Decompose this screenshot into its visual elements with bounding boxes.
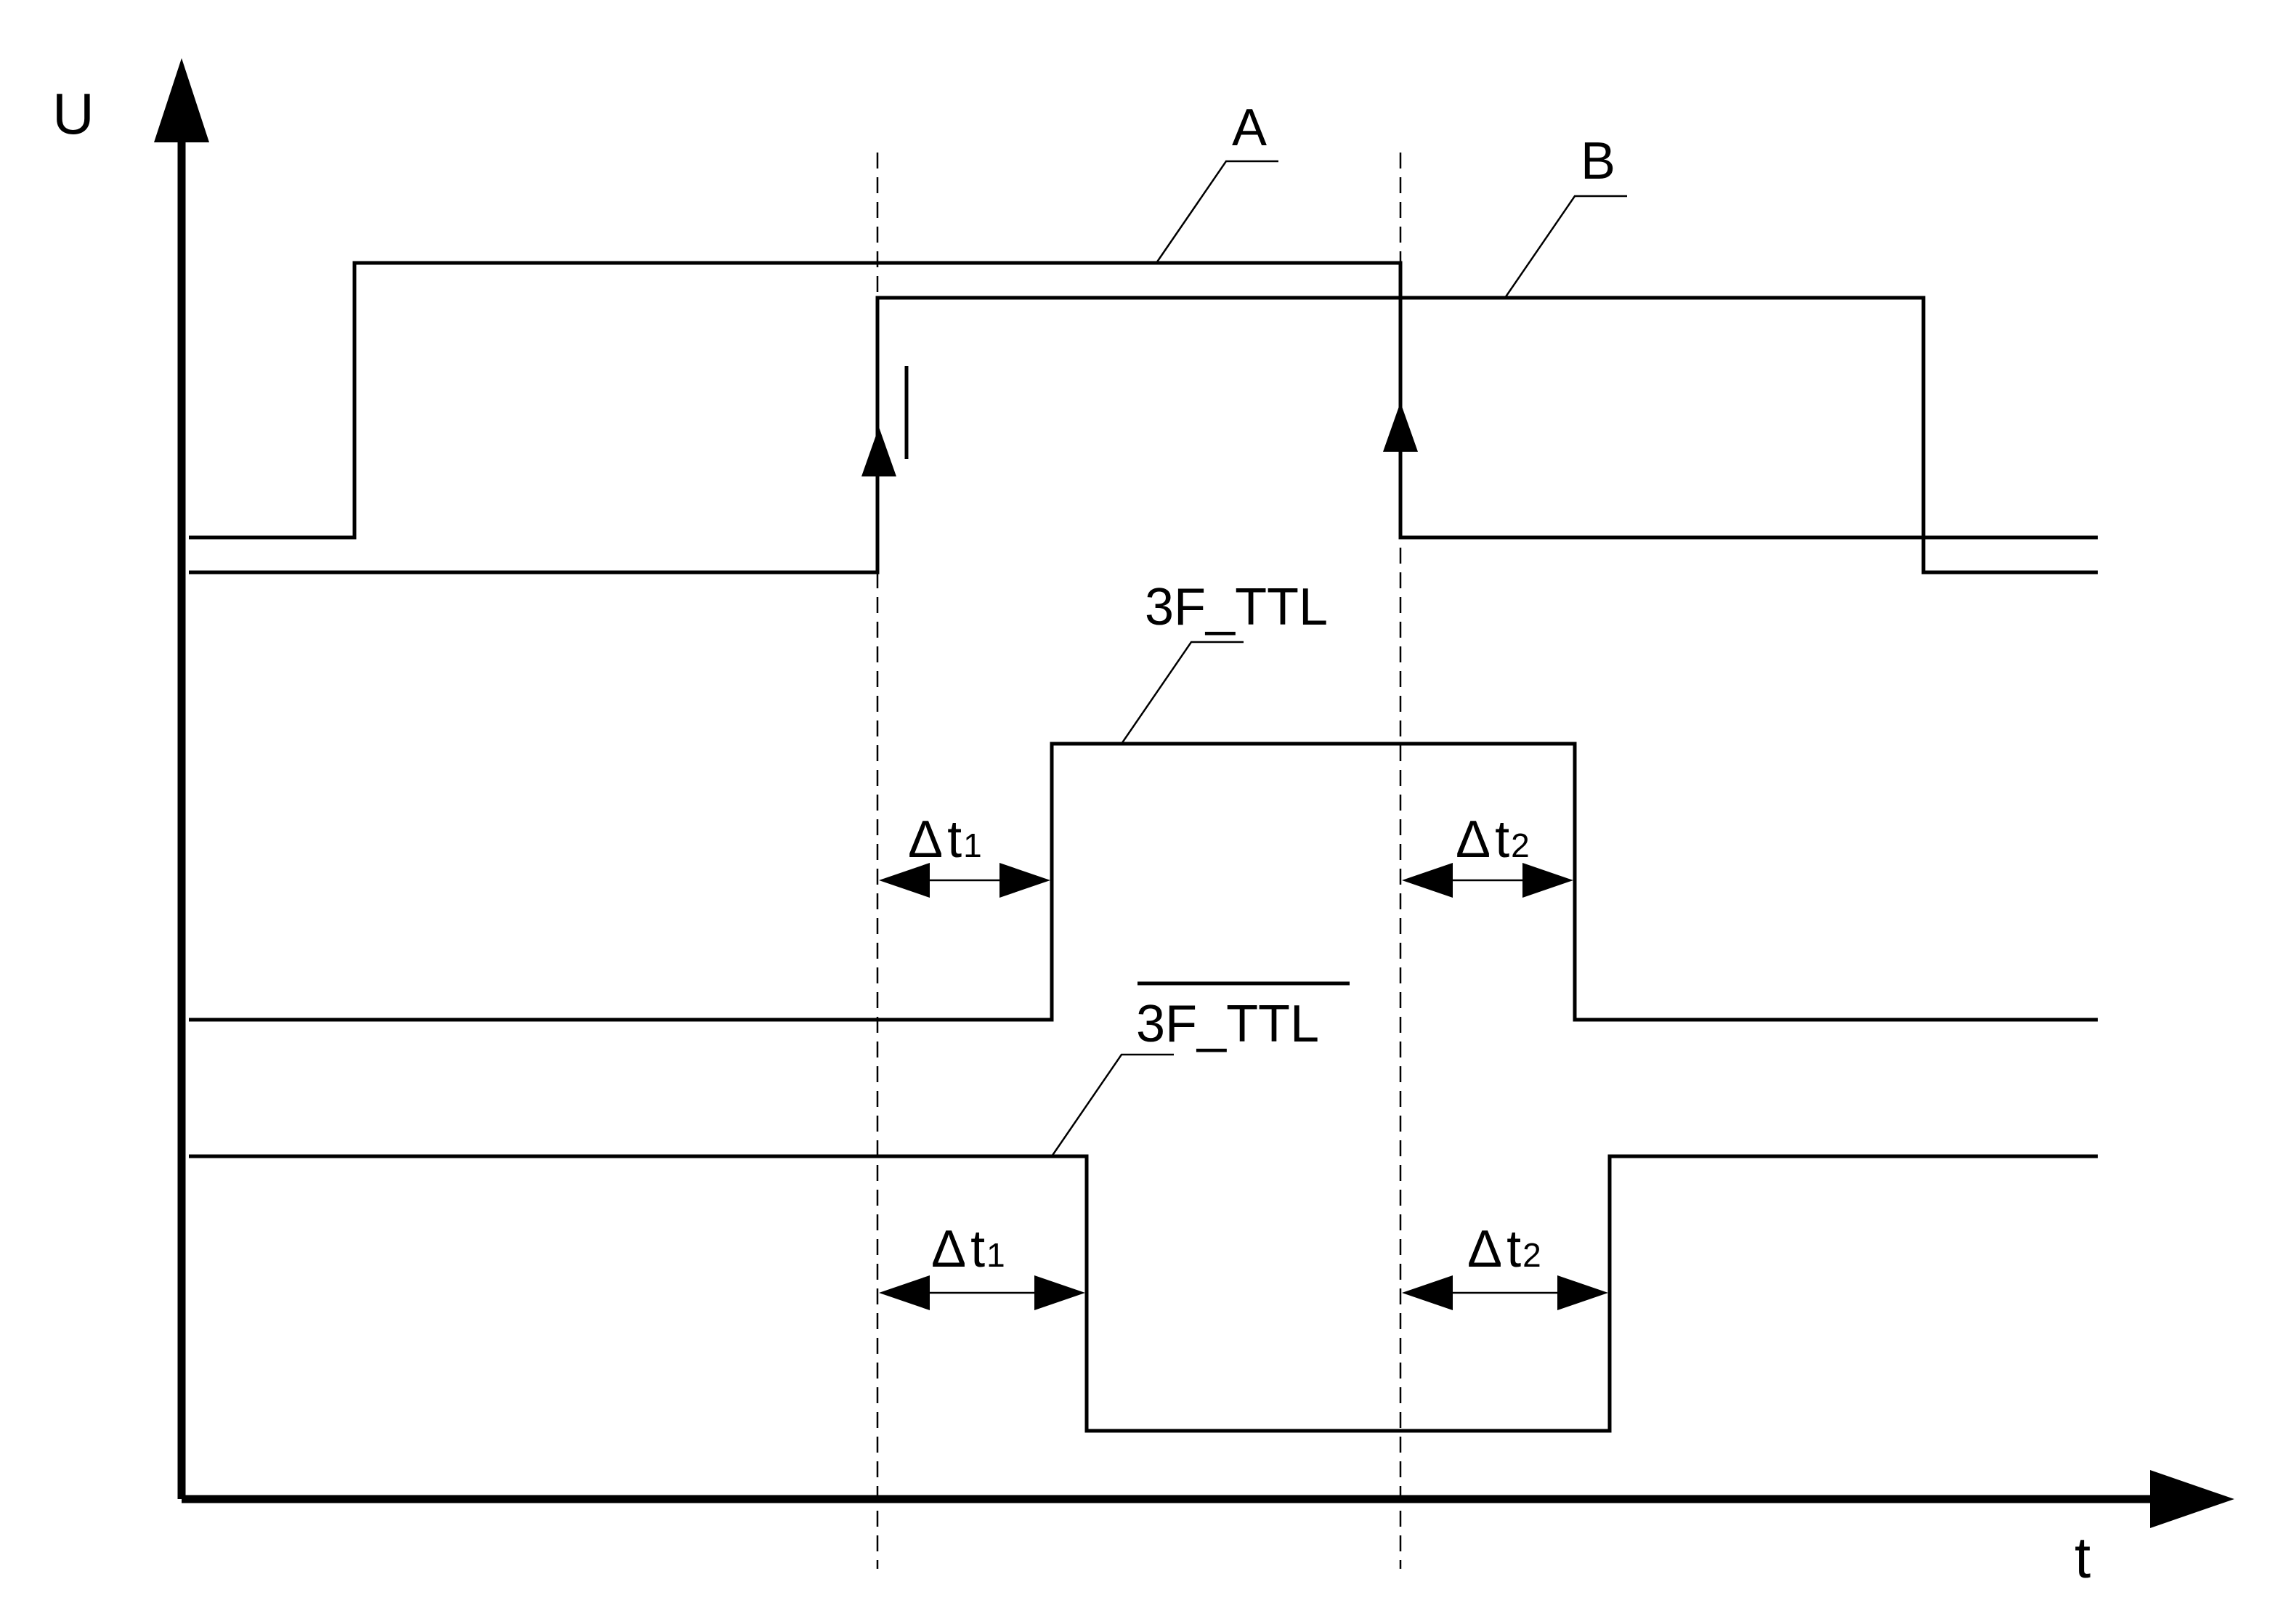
signal-a-label: A xyxy=(1232,99,1267,157)
x-axis-label: t xyxy=(2075,1525,2091,1590)
svg-text:Δt1: Δt1 xyxy=(908,811,982,869)
signal-b-waveform xyxy=(189,296,2098,575)
signal-b-label: B xyxy=(1581,132,1615,190)
signal-a-waveform xyxy=(189,261,2098,540)
edge-arrowhead-a-fall xyxy=(1383,402,1418,452)
svg-text:Δt2: Δt2 xyxy=(1467,1220,1541,1278)
svg-text:Δt1: Δt1 xyxy=(931,1220,1005,1278)
signal-3f-ttl-label: 3F_TTL xyxy=(1145,578,1328,636)
signal-3f-ttl-inverted-label: 3F_TTL xyxy=(1136,995,1319,1053)
y-axis-arrowhead xyxy=(154,58,209,142)
delay-marker-dt1-upper: Δt1 xyxy=(879,811,1050,898)
y-axis-label: U xyxy=(52,81,94,146)
delay-marker-dt2-upper: Δt2 xyxy=(1402,811,1573,898)
delay-marker-dt1-lower: Δt1 xyxy=(879,1220,1085,1310)
signal-a-leader xyxy=(1155,160,1278,264)
edge-arrowhead-b-rise xyxy=(861,427,896,476)
x-axis-arrowhead xyxy=(2150,1470,2234,1528)
signal-b-leader xyxy=(1504,195,1627,299)
signal-3f-ttl-leader xyxy=(1120,641,1244,744)
signal-3f-ttl-waveform xyxy=(189,742,2098,1022)
delay-marker-dt2-lower: Δt2 xyxy=(1402,1220,1608,1310)
svg-text:Δt2: Δt2 xyxy=(1456,811,1530,869)
signal-3f-ttl-inverted-waveform xyxy=(189,1154,2098,1433)
signal-3f-ttl-inverted-leader xyxy=(1050,1053,1174,1157)
